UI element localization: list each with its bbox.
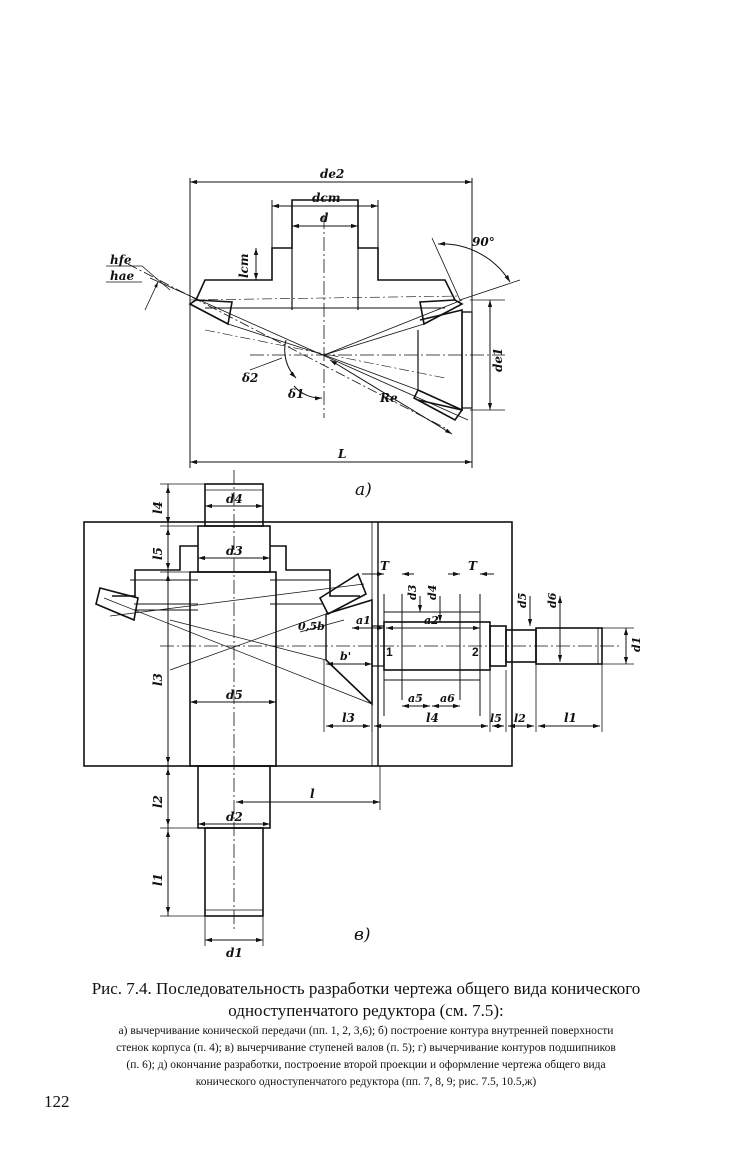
dim-l4-horizontal: l4 xyxy=(426,711,439,725)
dim-l: l xyxy=(310,787,315,801)
dim-l5-horizontal: l5 xyxy=(490,712,502,725)
dim-d3: d3 xyxy=(226,544,243,558)
dim-delta2: δ2 xyxy=(241,371,258,385)
dim-T-right: T xyxy=(468,559,478,573)
caption-subtext-line-2: стенок корпуса (п. 4); в) вычерчивание с… xyxy=(116,1042,616,1054)
dim-d5: d5 xyxy=(226,688,243,702)
dim-de2: de2 xyxy=(320,167,344,181)
dim-l1-horizontal: l1 xyxy=(564,711,577,725)
dim-d3-small: d3 xyxy=(406,584,419,600)
dim-d: d xyxy=(320,211,329,225)
dim-d2: d2 xyxy=(226,810,243,824)
point-1: 1 xyxy=(386,645,393,659)
caption-title-line-2: одноступенчатого редуктора (см. 7.5): xyxy=(228,1001,504,1020)
dim-a6: a6 xyxy=(440,692,455,705)
dim-d4: d4 xyxy=(226,492,243,506)
dim-de1: de1 xyxy=(491,348,505,372)
figure-b-label: в) xyxy=(354,925,371,945)
dim-d4-small: d4 xyxy=(426,585,439,600)
caption-title-line-1: Рис. 7.4. Последовательность разработки … xyxy=(91,979,641,998)
dim-T-left: T xyxy=(380,559,390,573)
page-number: 122 xyxy=(44,1092,70,1111)
figure-b-shaft-steps-drawing xyxy=(83,470,634,946)
figure-a-label: а) xyxy=(355,480,372,500)
dim-l2-vertical: l2 xyxy=(151,795,165,808)
dim-lcm: lcm xyxy=(237,253,251,278)
caption-subtext-line-4: конического одноступенчатого редуктора (… xyxy=(195,1076,537,1088)
dim-d6-small: d6 xyxy=(546,592,559,608)
caption-subtext-line-1: а) вычерчивание конической передачи (пп.… xyxy=(118,1025,614,1037)
dim-l2-horizontal: l2 xyxy=(514,712,526,725)
dim-d5-small: d5 xyxy=(516,593,529,608)
dim-l1-vertical: l1 xyxy=(151,873,165,886)
dim-delta1: δ1 xyxy=(287,387,304,401)
dim-b-prime: b' xyxy=(340,650,351,663)
point-2: 2 xyxy=(472,645,479,659)
dim-hae: hae xyxy=(110,269,135,283)
dim-l5-vertical: l5 xyxy=(151,547,165,560)
dim-d1: d1 xyxy=(226,946,243,960)
dim-l3-horizontal: l3 xyxy=(342,711,355,725)
dim-a2: a2 xyxy=(424,614,439,627)
dim-Re: Re xyxy=(379,391,398,405)
figure-caption: Рис. 7.4. Последовательность разработки … xyxy=(40,978,692,1090)
caption-subtext-line-3: (п. 6); д) окончание разработки, построе… xyxy=(126,1059,606,1071)
dim-d1-small: d1 xyxy=(630,637,643,652)
dim-dcm: dcm xyxy=(312,191,340,205)
dim-a5: a5 xyxy=(408,692,423,705)
dim-angle-90: 90° xyxy=(472,235,495,249)
dim-a1: a1 xyxy=(356,614,371,627)
figure-a-bevel-gear-drawing xyxy=(106,178,521,468)
dim-hfe: hfe xyxy=(110,253,132,267)
dim-0-5b: 0,5b xyxy=(298,620,325,633)
dim-L: L xyxy=(337,447,346,461)
dim-l4-vertical: l4 xyxy=(151,501,165,514)
dim-l3-vertical: l3 xyxy=(151,673,165,686)
